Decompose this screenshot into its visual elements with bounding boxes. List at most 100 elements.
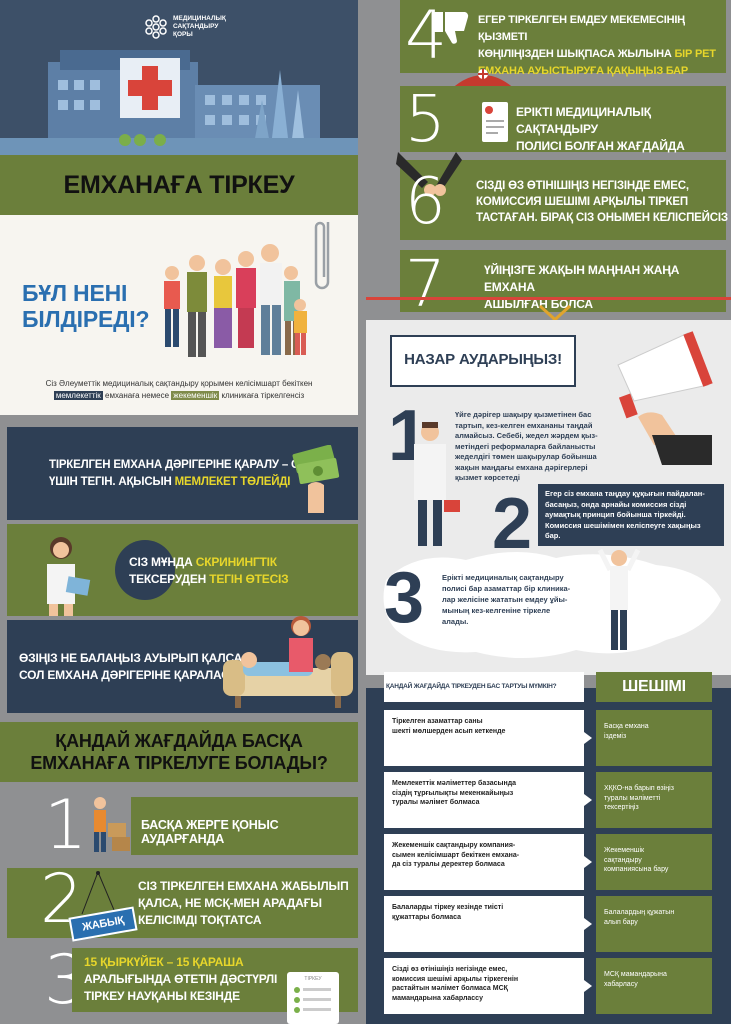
refusal-solution-line: алып бару (604, 918, 638, 926)
refusal-solution-line: тексертіңіз (604, 804, 639, 811)
arrow-right-icon (584, 856, 592, 868)
hospital-illustration (0, 0, 358, 155)
attention-text-3: Ерікті медициналық сақтандыру полисі бар… (442, 572, 570, 627)
benefit-2-line1-white: СІЗ МҰНДА (129, 555, 196, 569)
attention-title-box (390, 335, 576, 387)
refusal-reason-line: сымен келісімшарт бекіткен емхана- (392, 851, 520, 859)
logo-line1: МЕДИЦИНАЛЫҚ (173, 15, 226, 22)
refusal-reason-card: Жекеменшік сақтандыру компания-сымен кел… (384, 834, 584, 890)
logo-line3: ҚОРЫ (173, 31, 193, 38)
money-icon (292, 445, 340, 513)
attention-1-line: метіндегі реформаларға байланысты (455, 441, 596, 451)
benefit-2-text: СІЗ МҰНДА СКРИНИНГТІК ТЕКСЕРУДЕН ТЕГІН Ө… (129, 554, 289, 588)
attention-1-line: жақын маңдағы емхана дәрігерлері (455, 462, 588, 472)
hands-illustration (396, 152, 462, 196)
attention-3-line: мының кез-келгеніне тіркеле (442, 606, 551, 615)
case-2-card: СІЗ ТІРКЕЛГЕН ЕМХАНА ЖАБЫЛЫП ҚАЛСА, НЕ М… (7, 868, 358, 938)
what-means-title: БҰЛ НЕНІ БІЛДІРЕДІ? (22, 280, 150, 332)
case-6-text: СІЗДІ ӨЗ ӨТІНІШІҢІЗ НЕГІЗІНДЕ ЕМЕС, КОМИ… (476, 178, 728, 226)
case-7-number: 7 (405, 248, 446, 322)
refusal-right-title: ШЕШІМІ (622, 678, 686, 695)
main-title: ЕМХАНАҒА ТІРКЕУ (63, 171, 295, 199)
doctor-illustration (414, 422, 460, 546)
refusal-left-title: ҚАНДАЙ ЖАҒДАЙДА ТІРКЕУДЕН БАС ТАРТУЫ МҮМ… (386, 683, 557, 690)
what-means-caption: Сіз Әлеуметтік медициналық сақтандыру қо… (0, 378, 358, 402)
attention-1-line: қызмет көрсетеді (455, 473, 520, 482)
refusal-reason-line: растайтын мәлімет болмаса МСҚ (392, 985, 508, 992)
attention-2-line: Егер сіз емхана таңдау құқығын пайдалан- (545, 489, 705, 498)
refusal-reason-card: Балаларды тіркеу кезінде тиісті құжаттары… (384, 896, 584, 952)
case-1-card: БАСҚА ЖЕРГЕ ҚОНЫС АУДАРҒАНДА (131, 797, 358, 855)
what-means-section: БҰЛ НЕНІ БІЛДІРЕДІ? Сіз Әлеуметтік медиц… (0, 215, 358, 415)
refusal-solution-line: Жекеменшік (604, 847, 645, 854)
case-4-line2: КӨҢІЛІҢІЗДЕН ШЫҚПАСА ЖЫЛЫНА БІР РЕТ (478, 46, 731, 63)
what-means-line1: БҰЛ НЕНІ (22, 280, 128, 306)
case-3-line1: 15 ҚЫРКҮЙЕК – 15 ҚАРАША (84, 955, 244, 969)
refusal-reason-line: Тіркелген азаматтар саны (392, 718, 483, 725)
refusal-solution-line: сақтандыру (604, 856, 642, 864)
case-1-number: 1 (44, 786, 88, 865)
doctor-arms-up-illustration (597, 548, 641, 650)
insurance-policy-icon (482, 102, 508, 142)
case-6-number: 6 (405, 165, 446, 239)
arrow-right-icon (584, 980, 592, 992)
attention-3-line: лар желісіне жататын емдеу ұйы- (442, 595, 568, 604)
attention-number-2: 2 (492, 484, 533, 564)
other-clinic-title-line1: ҚАНДАЙ ЖАҒДАЙДА БАСҚА (55, 731, 303, 751)
arrow-right-icon (584, 794, 592, 806)
refusal-reason-card: Сізді өз өтінішіңіз негізінде емес,комис… (384, 958, 584, 1014)
benefit-1-line2: ҮШІН ТЕГІН. АҚЫСЫН МЕМЛЕКЕТ ТӨЛЕЙДІ (49, 474, 309, 491)
case-2-line3: КЕЛІСІМДІ ТОҚТАТСА (138, 913, 262, 927)
case-4-line2-yellow: БІР РЕТ (674, 48, 716, 60)
refusal-reason-line: мамандарына хабарлассу (392, 994, 483, 1002)
attention-1-line: Үйге дәрігер шақыру қызметінен бас (455, 410, 592, 419)
logo-line2: САҚТАНДЫРУ (173, 23, 219, 30)
attention-number-3: 3 (384, 558, 425, 638)
refusal-reason-card: Мемлекеттік мәліметтер базасында сіздің т… (384, 772, 584, 828)
case-7-text: ҮЙІҢІЗГЕ ЖАҚЫН МАҢНАН ЖАҢА ЕМХАНА АШЫЛҒА… (484, 262, 731, 313)
case-3-text: 15 ҚЫРКҮЙЕК – 15 ҚАРАША АРАЛЫҒЫНДА ӨТЕТІ… (84, 954, 277, 1005)
refusal-reason-line: құжаттары болмаса (392, 913, 462, 921)
benefit-1-line1: ТІРКЕЛГЕН ЕМХАНА ДӘРІГЕРІНЕ ҚАРАЛУ – СІЗ (49, 459, 310, 471)
refusal-reason-line: Жекеменшік сақтандыру компания- (392, 842, 516, 849)
refusal-solution-line: хабарласу (604, 980, 638, 988)
case-7-line1: ҮЙІҢІЗГЕ ЖАҚЫН МАҢНАН ЖАҢА ЕМХАНА (484, 263, 680, 294)
form-checklist-icon (294, 987, 331, 1013)
attention-text-2: Егер сіз емхана таңдау құқығын пайдалан-… (545, 489, 705, 542)
case-4-line1: ЕГЕР ТІРКЕЛГЕН ЕМДЕУ МЕКЕМЕСІНІҢ ҚЫЗМЕТІ (478, 14, 685, 43)
benefit-2-line2-yellow: ТЕГІН ӨТЕСІЗ (209, 572, 289, 586)
refusal-reason-line: Сізді өз өтінішіңіз негізінде емес, (392, 966, 508, 973)
case-3-line2: АРАЛЫҒЫНДА ӨТЕТІН ДӘСТҮРЛІ (84, 972, 278, 986)
refusal-reason-line: да сіз туралы деректер болмаса (392, 861, 505, 868)
case-1-text: БАСҚА ЖЕРГЕ ҚОНЫС АУДАРҒАНДА (141, 818, 279, 846)
attention-2-line: аумақтық принцип бойынша тіркейді. (545, 510, 686, 519)
case-7-card (400, 250, 726, 312)
caption-line2: мемлекеттік емханаға немесе жекеменшік к… (0, 390, 358, 402)
case-4-line3: ЕМХАНА АУЫСТЫРУҒА ҚАҚЫҢЫЗ БАР (478, 65, 689, 77)
case-5-text: ЕРІКТІ МЕДИЦИНАЛЫҚ САҚТАНДЫРУ ПОЛИСІ БОЛ… (516, 104, 731, 155)
refusal-reason-line: туралы мәлімет болмаса (392, 799, 480, 806)
refusal-reason-line: Мемлекеттік мәліметтер базасында (392, 780, 517, 787)
arrow-right-icon (584, 732, 592, 744)
logo-text: МЕДИЦИНАЛЫҚ САҚТАНДЫРУ ҚОРЫ (173, 15, 226, 39)
benefit-2-line2: ТЕКСЕРУДЕН ТЕГІН ӨТЕСІЗ (129, 571, 289, 588)
benefit-card-screening: СІЗ МҰНДА СКРИНИНГТІК ТЕКСЕРУДЕН ТЕГІН Ө… (7, 524, 358, 616)
benefit-card-sick: ӨЗІҢІЗ НЕ БАЛАҢЫЗ АУЫРЫП ҚАЛСА, СОЛ ЕМХА… (7, 616, 358, 713)
highlight-private: жекеменшік (171, 391, 220, 400)
case-6-line3: ТАСТАҒАН. БІРАҚ СІЗ ОНЫМЕН КЕЛІСПЕЙСІЗ (476, 212, 728, 224)
refusal-reason-text: Сізді өз өтінішіңіз негізінде емес,комис… (384, 958, 584, 1010)
registration-form-icon: ТІРКЕУ (287, 972, 339, 1024)
attention-1-line: жеделдігі төмен шақырулар бойынша (455, 452, 597, 461)
refusal-reason-line: сіздің тұрғылықты мекенжайыңыз (392, 789, 514, 797)
case-7-line2: АШЫЛҒАН БОЛСА (484, 297, 593, 311)
benefit-3-line2: СОЛ ЕМХАНА ДӘРІГЕРІНЕ ҚАРАЛАСЫЗ (19, 668, 249, 682)
refusal-reason-line: Балаларды тіркеу кезінде тиісті (392, 904, 504, 911)
benefit-3-text: ӨЗІҢІЗ НЕ БАЛАҢЫЗ АУЫРЫП ҚАЛСА, СОЛ ЕМХА… (19, 650, 249, 684)
